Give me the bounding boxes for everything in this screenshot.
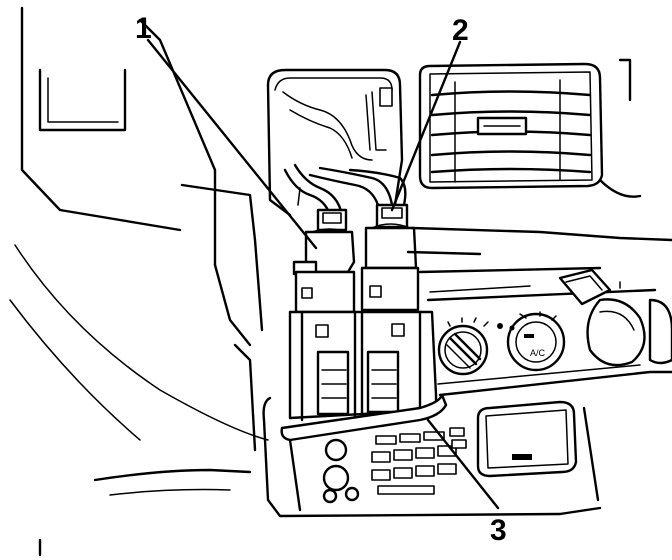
leader-line-2 (390, 40, 462, 212)
radio-panel (262, 396, 602, 518)
dash-opening (266, 68, 404, 217)
radio-knobs (322, 438, 360, 504)
connector-1 (316, 208, 348, 232)
temperature-knob (437, 324, 489, 376)
leader-lines (146, 38, 500, 510)
leader-line-1 (146, 38, 318, 250)
switch-1 (292, 228, 356, 314)
hvac-vent (418, 62, 604, 190)
wiring-harness (283, 163, 407, 217)
center-console-fascia (406, 58, 672, 397)
left-trim-panel (9, 6, 269, 557)
switch-bezel (280, 310, 448, 442)
radio-buttons (371, 427, 467, 495)
switch-2 (360, 223, 420, 312)
callout-3: 3 (490, 514, 507, 547)
hazard-button (558, 268, 612, 306)
callout-1: 1 (135, 12, 152, 45)
callout-2: 2 (452, 14, 469, 47)
mode-knob (586, 298, 672, 367)
connector-2 (375, 203, 409, 229)
leader-line-3 (426, 418, 500, 510)
fan-ac-knob: A/C (506, 312, 566, 372)
ac-label: A/C (530, 348, 546, 358)
